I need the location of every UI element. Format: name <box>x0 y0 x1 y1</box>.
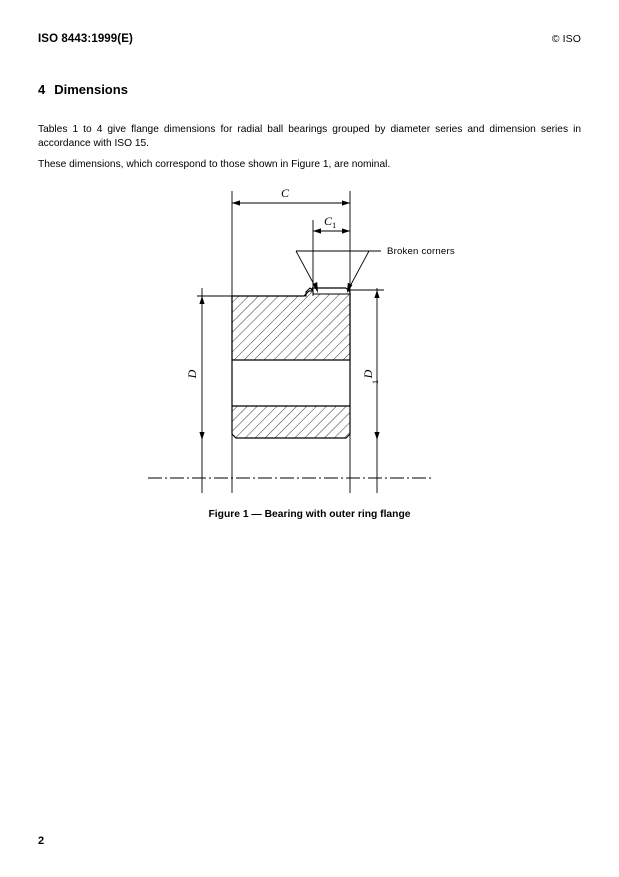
clause-number: 4 <box>38 82 46 97</box>
callout-broken-corners: Broken corners <box>387 246 455 257</box>
label-D: D <box>185 369 199 379</box>
clause-heading: 4 Dimensions <box>38 82 128 97</box>
page-header: ISO 8443:1999(E) © ISO <box>38 33 581 45</box>
copyright-notice: © ISO <box>551 33 581 45</box>
arrowheads-D <box>199 296 205 440</box>
clause-title: Dimensions <box>54 82 128 97</box>
paragraph-tables-intro: Tables 1 to 4 give flange dimensions for… <box>38 124 581 150</box>
paragraph-nominal-note: These dimensions, which correspond to th… <box>38 159 391 171</box>
bearing-cross-section-drawing: C C 1 <box>148 186 455 493</box>
outer-ring-lower-section <box>231 405 351 439</box>
page-number: 2 <box>38 835 45 847</box>
outer-ring-side-walls <box>231 360 351 406</box>
standard-number: ISO 8443:1999(E) <box>38 33 133 45</box>
arrowheads-C1 <box>313 228 350 234</box>
figure-1: C C 1 <box>0 178 619 508</box>
figure-caption: Figure 1 — Bearing with outer ring flang… <box>208 509 411 520</box>
label-D1: D <box>361 369 375 379</box>
leader-lines-broken-corners <box>295 250 381 291</box>
label-C1-subscript: 1 <box>332 220 336 230</box>
arrowheads-C <box>232 200 350 206</box>
outer-ring-upper-outline <box>231 287 351 361</box>
outer-ring-upper-section <box>231 287 351 361</box>
label-D1-subscript: 1 <box>370 380 380 384</box>
label-C: C <box>281 186 290 200</box>
label-C1: C <box>324 214 333 228</box>
arrowheads-D1 <box>374 290 380 440</box>
